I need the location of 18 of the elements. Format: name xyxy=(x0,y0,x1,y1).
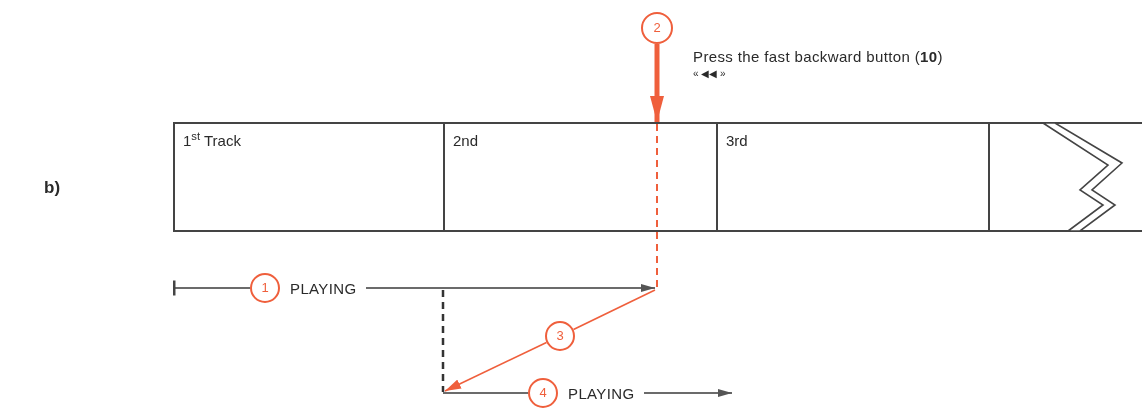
callout-number: 3 xyxy=(545,321,575,351)
button-symbol-text: « ◀◀ » xyxy=(693,67,726,81)
state-label: PLAYING xyxy=(290,279,362,297)
track-label: 1$^{st}$ Track xyxy=(183,130,241,151)
arrow xyxy=(643,389,733,397)
callout-number: 4 xyxy=(528,378,558,408)
arrow xyxy=(650,44,664,122)
state-label: PLAYING xyxy=(568,384,640,402)
callout-number: 1 xyxy=(250,273,280,303)
arrow xyxy=(444,341,548,392)
arrow xyxy=(365,284,656,292)
track-label: 2nd xyxy=(453,131,479,151)
connector-line xyxy=(442,392,529,394)
instruction-text: Press the fast backward button (10) xyxy=(693,47,943,67)
panel-label: b) xyxy=(44,177,61,199)
callout-number: 2 xyxy=(641,12,673,44)
connector-line xyxy=(572,289,656,331)
track-label: 3rd xyxy=(726,131,748,151)
